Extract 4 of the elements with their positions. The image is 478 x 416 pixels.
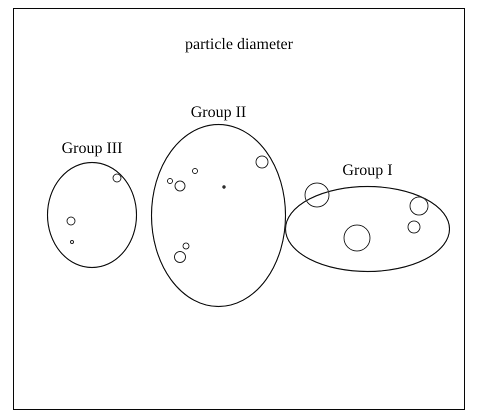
- diagram-title: particle diameter: [185, 36, 293, 54]
- group-label: Group II: [190, 104, 248, 122]
- group-label: Group I: [341, 162, 394, 180]
- group-label: Group III: [60, 140, 124, 158]
